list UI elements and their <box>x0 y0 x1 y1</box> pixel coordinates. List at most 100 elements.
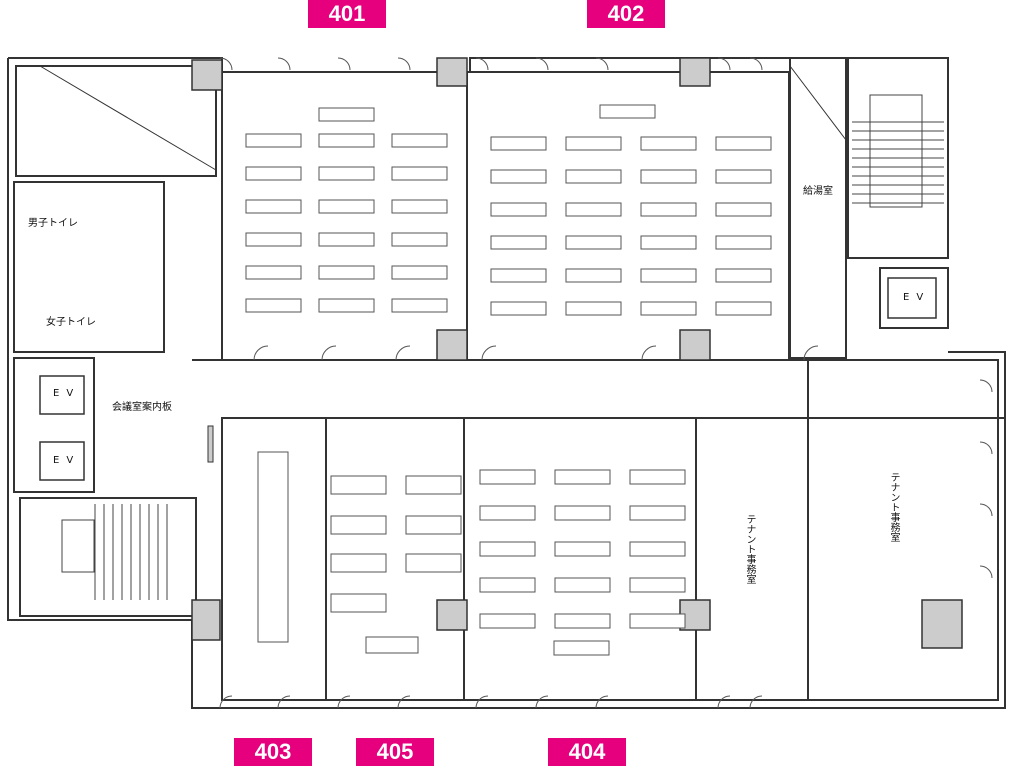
window-arc <box>595 695 609 709</box>
structural-column <box>679 57 711 87</box>
room-label-405: 405 <box>356 738 434 766</box>
room-404-outline <box>463 417 697 701</box>
womens-toilet-label: 女子トイレ <box>46 317 96 328</box>
room-label-404: 404 <box>548 738 626 766</box>
table <box>245 232 302 247</box>
window-arc <box>219 695 233 709</box>
stair-landing <box>61 519 95 573</box>
window-arc <box>321 345 337 361</box>
stair-right-outline <box>847 57 949 259</box>
structural-column <box>436 599 468 631</box>
table <box>245 265 302 280</box>
mens-toilet-label: 男子トイレ <box>28 218 78 229</box>
table <box>640 169 697 184</box>
table <box>330 515 387 535</box>
table <box>629 613 686 629</box>
table <box>554 469 611 485</box>
structural-column <box>191 599 221 641</box>
window-arc <box>337 57 351 71</box>
long-table <box>257 451 289 643</box>
table <box>640 202 697 217</box>
table <box>479 505 536 521</box>
table <box>330 593 387 613</box>
window-arc <box>535 695 549 709</box>
table <box>640 136 697 151</box>
window-arc <box>979 503 993 517</box>
table <box>554 541 611 557</box>
window-arc <box>979 379 993 393</box>
room-label-402: 402 <box>587 0 665 28</box>
table <box>479 541 536 557</box>
window-arc <box>475 57 489 71</box>
elevator-1 <box>39 375 85 415</box>
lectern <box>318 107 375 122</box>
window-arc <box>277 695 291 709</box>
table <box>391 265 448 280</box>
table <box>318 133 375 148</box>
storage-room-outline <box>15 65 217 177</box>
table <box>318 166 375 181</box>
table <box>391 166 448 181</box>
window-arc <box>979 441 993 455</box>
table <box>640 301 697 316</box>
window-arc <box>253 345 269 361</box>
table <box>391 133 448 148</box>
table <box>715 136 772 151</box>
table <box>318 232 375 247</box>
table <box>479 469 536 485</box>
table <box>490 136 547 151</box>
table <box>554 505 611 521</box>
structural-column <box>921 599 963 649</box>
window-arc <box>535 57 549 71</box>
tenant-office-label-1: テナント事務室 <box>744 514 755 584</box>
room-label-401: 401 <box>308 0 386 28</box>
table <box>490 169 547 184</box>
table <box>490 235 547 250</box>
table <box>715 202 772 217</box>
window-arc <box>717 695 731 709</box>
directory-board-label: 会議室案内板 <box>112 402 172 413</box>
table <box>245 166 302 181</box>
window-arc <box>641 345 657 361</box>
kitchenette-outline <box>789 57 847 359</box>
table <box>391 298 448 313</box>
lectern <box>553 640 610 656</box>
window-arc <box>397 57 411 71</box>
ev-label-1: EV <box>53 388 81 399</box>
table <box>565 301 622 316</box>
tenant-office-2-outline <box>807 359 999 701</box>
structural-column <box>679 329 711 361</box>
table <box>405 515 462 535</box>
room-label-403: 403 <box>234 738 312 766</box>
ev-hall-left-outline <box>13 357 95 493</box>
window-arc <box>481 345 497 361</box>
outer-wall-left <box>7 58 1006 709</box>
elevator-2 <box>39 441 85 481</box>
table <box>565 136 622 151</box>
window-arc <box>395 345 411 361</box>
table <box>245 133 302 148</box>
table <box>330 475 387 495</box>
lectern <box>365 636 419 654</box>
table <box>715 235 772 250</box>
toilet-block-outline <box>13 181 165 353</box>
table <box>554 613 611 629</box>
table <box>479 613 536 629</box>
table <box>405 553 462 573</box>
table <box>629 577 686 593</box>
window-arc <box>337 695 351 709</box>
window-arc <box>595 57 609 71</box>
structural-column <box>191 59 223 91</box>
window-arc <box>717 57 731 71</box>
window-arc <box>749 695 763 709</box>
window-arc <box>749 57 763 71</box>
window-arc <box>219 57 233 71</box>
table <box>565 202 622 217</box>
table <box>405 475 462 495</box>
table <box>318 265 375 280</box>
table <box>629 469 686 485</box>
structural-column <box>436 57 468 87</box>
ev-label-2: EV <box>53 455 81 466</box>
window-arc <box>979 565 993 579</box>
table <box>391 199 448 214</box>
